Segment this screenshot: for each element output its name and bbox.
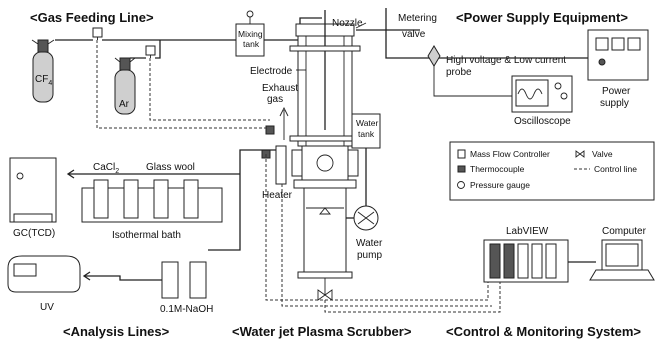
svg-text:tank: tank [243, 39, 260, 49]
isothermal-bath [81, 179, 223, 223]
pressure-gauge-icon [457, 181, 465, 189]
legend: Mass Flow Controller Valve Thermocouple … [449, 141, 655, 201]
svg-text:supply: supply [600, 98, 629, 109]
computer [589, 239, 655, 281]
cf4-label: CF4 [35, 74, 52, 87]
heater-label: Heater [262, 190, 293, 201]
mfc-icon [145, 45, 156, 58]
ar-cylinder: Ar [114, 57, 136, 115]
thermocouple-icon [457, 165, 466, 173]
electrode-label: Electrode [250, 66, 293, 77]
svg-text:pump: pump [357, 250, 382, 261]
hv-probe-label: High voltage & Low current [446, 55, 566, 66]
naoh-label: 0.1M-NaOH [160, 304, 213, 315]
legend-thermocouple: Thermocouple [470, 164, 525, 174]
thermocouple-icon [265, 125, 275, 135]
plasma-reactor [289, 10, 361, 279]
gc-sample-line [66, 169, 240, 179]
uv-sample-line [82, 174, 241, 281]
control-line [324, 280, 501, 313]
computer-label: Computer [602, 226, 647, 237]
analysis-lines-title: <Analysis Lines> [63, 324, 170, 339]
water-pump [353, 205, 379, 231]
cacl2-label: CaCl2 [93, 162, 119, 175]
metering-valve-label: Metering [398, 13, 437, 24]
water-tank: Water tank [351, 113, 381, 149]
mixing-tank: Mixing tank [235, 10, 265, 57]
legend-control-line: Control line [594, 164, 637, 174]
ar-gas-line [130, 40, 161, 59]
labview-daq [483, 239, 569, 283]
ar-label: Ar [119, 99, 130, 110]
water-jet-plasma-scrubber-title: <Water jet Plasma Scrubber> [232, 324, 412, 339]
gc-tcd-unit [9, 157, 57, 223]
svg-text:tank: tank [358, 129, 375, 139]
uv-spectrometer [7, 255, 81, 293]
power-supply-label: Power [602, 86, 631, 97]
power-supply-equipment-title: <Power Supply Equipment> [456, 10, 628, 25]
mfc-icon [457, 149, 466, 159]
gas-feeding-line-title: <Gas Feeding Line> [30, 10, 154, 25]
heater [275, 145, 287, 185]
exhaust-gas-label: Exhaust [262, 83, 298, 94]
isothermal-bath-label: Isothermal bath [112, 230, 181, 241]
svg-text:gas: gas [267, 94, 283, 105]
oscilloscope-label: Oscilloscope [514, 116, 571, 127]
glass-wool-label: Glass wool [146, 162, 195, 173]
control-line [96, 40, 268, 129]
legend-mfc: Mass Flow Controller [470, 149, 550, 159]
svg-text:probe: probe [446, 67, 472, 78]
valve-icon [317, 278, 333, 301]
control-monitoring-system-title: <Control & Monitoring System> [446, 324, 641, 339]
control-line [265, 154, 489, 301]
exhaust-gas-arrow [279, 106, 289, 140]
legend-pressure-gauge: Pressure gauge [470, 180, 530, 190]
valve-icon [575, 150, 585, 158]
oscilloscope [511, 75, 573, 113]
water-pump-label: Water [356, 238, 383, 249]
control-line [281, 184, 492, 307]
uv-label: UV [40, 302, 54, 313]
mfc-icon [92, 27, 103, 40]
legend-valve: Valve [592, 149, 613, 159]
labview-label: LabVIEW [506, 226, 549, 237]
svg-text:valve: valve [402, 29, 426, 40]
svg-text:Mixing: Mixing [238, 29, 263, 39]
nozzle-label: Nozzle [332, 18, 363, 29]
power-supply-unit [587, 29, 649, 81]
control-line [149, 58, 270, 121]
svg-text:Water: Water [356, 118, 379, 128]
gc-tcd-label: GC(TCD) [13, 228, 55, 239]
hv-probe [427, 45, 441, 84]
cf4-cylinder: CF4 [31, 39, 55, 103]
naoh-bubblers [161, 261, 207, 299]
